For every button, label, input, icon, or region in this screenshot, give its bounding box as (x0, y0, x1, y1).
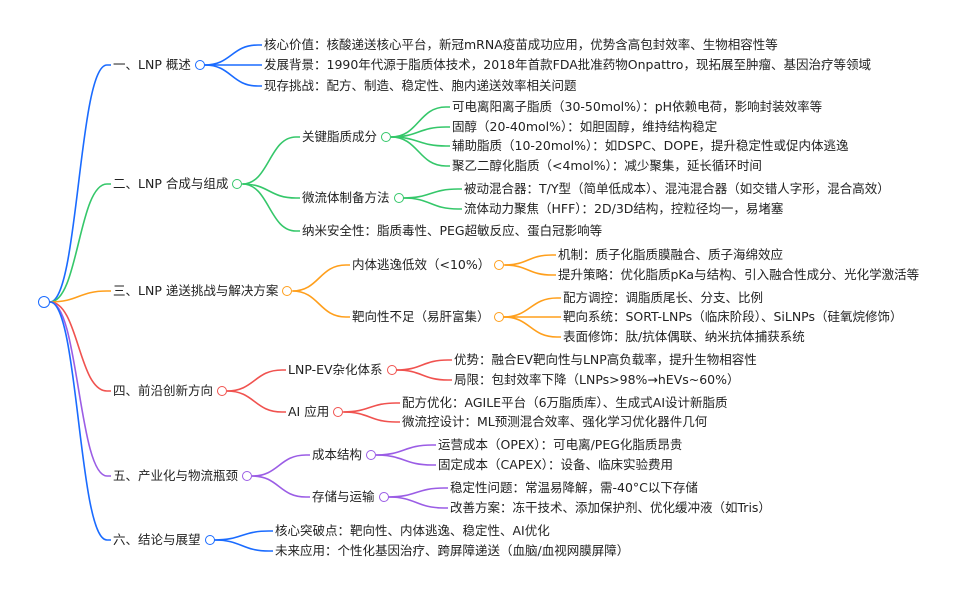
connector-line (49, 290, 111, 303)
collapse-dot[interactable] (217, 386, 228, 396)
connector-line (403, 188, 462, 199)
leaf-node: 流体动力聚焦（HFF）：2D/3D结构，控粒径均一，易堵塞 (464, 201, 784, 216)
collapse-dot[interactable] (204, 535, 215, 545)
collapse-dot[interactable] (232, 179, 243, 189)
collapse-dot[interactable] (381, 132, 392, 142)
connector-line (49, 301, 111, 477)
node-key-lipids[interactable]: 关键脂质成分 (302, 129, 392, 145)
collapse-dot[interactable] (494, 260, 505, 270)
leaf-node: 纳米安全性：脂质毒性、PEG超敏反应、蛋白冠影响等 (302, 223, 603, 238)
connector-line (503, 297, 561, 318)
node-label: 三、LNP 递送挑战与解决方案 (113, 283, 279, 298)
node-label: 四、前沿创新方向 (113, 383, 214, 398)
leaf-node: 配方调控：调脂质尾长、分支、比例 (563, 290, 764, 305)
connector-line (388, 487, 448, 498)
connector-line (376, 444, 436, 456)
connector-line (252, 475, 310, 498)
leaf-node: 微流控设计：ML预测混合效率、强化学习优化器件几何 (402, 414, 708, 429)
connector-line (242, 136, 300, 185)
connector-line (49, 183, 111, 303)
connector-line (391, 136, 450, 167)
node-endosomal-escape[interactable]: 内体逃逸低效（<10%） (352, 257, 505, 273)
node-label: 一、LNP 概述 (113, 57, 191, 72)
leaf-node: 固醇（20-40mol%）：如胆固醇，维持结构稳定 (452, 119, 718, 134)
connector-line (292, 264, 350, 292)
node-storage-transport[interactable]: 存储与运输 (312, 489, 389, 505)
leaf-node: 提升策略：优化脂质pKa与结构、引入融合性成分、光化学激活等 (558, 267, 920, 282)
collapse-dot[interactable] (493, 312, 504, 322)
leaf-node: 核心价值：核酸递送核心平台，新冠mRNA疫苗成功应用，优势含高包封效率、生物相容… (264, 37, 778, 52)
connector-line (252, 454, 310, 477)
connector-line (503, 316, 561, 338)
leaf-node: 辅助脂质（10-20mol%）：如DSPC、DOPE，提升稳定性或促内体逃逸 (452, 138, 849, 153)
connector-line (343, 411, 400, 423)
leaf-node: 局限：包封效率下降（LNPs>98%→hEVs~60%） (454, 372, 740, 387)
collapse-dot[interactable] (378, 492, 389, 502)
connector-line (214, 530, 273, 541)
connector-line (391, 106, 450, 138)
collapse-dot[interactable] (393, 193, 404, 203)
connector-line (214, 539, 273, 552)
connector-line (292, 290, 350, 318)
connector-line (49, 64, 111, 303)
node-lnp-ev-hybrid[interactable]: LNP-EV杂化体系 (288, 362, 397, 378)
leaf-node: 靶向系统：SORT-LNPs（临床阶段）、SiLNPs（硅氧烷修饰） (563, 309, 903, 324)
connector-line (49, 301, 111, 541)
node-ai-application[interactable]: AI 应用 (288, 404, 344, 420)
connector-line (227, 369, 286, 392)
collapse-dot[interactable] (194, 60, 205, 70)
branch-industrialization[interactable]: 五、产业化与物流瓶颈 (113, 468, 253, 484)
leaf-node: 核心突破点：靶向性、内体逃逸、稳定性、AI优化 (275, 523, 550, 538)
connector-line (242, 183, 300, 232)
leaf-node: 优势：融合EV靶向性与LNP高负载率，提升生物相容性 (454, 352, 757, 367)
node-label: 六、结论与展望 (113, 532, 201, 547)
connector-line (403, 197, 462, 210)
leaf-node: 固定成本（CAPEX）：设备、临床实验费用 (438, 457, 674, 472)
leaf-node: 表面修饰：肽/抗体偶联、纳米抗体捕获系统 (563, 329, 805, 344)
collapse-dot[interactable] (242, 471, 253, 481)
leaf-node: 稳定性问题：常温易降解，需-40°C以下存储 (450, 480, 698, 495)
connector-line (227, 390, 286, 413)
connector-line (396, 359, 452, 371)
connector-line (204, 64, 262, 87)
node-microfluidic[interactable]: 微流体制备方法 (302, 190, 404, 206)
node-label: 二、LNP 合成与组成 (113, 176, 229, 191)
connector-line (204, 44, 262, 66)
leaf-node: 运营成本（OPEX）：可电离/PEG化脂质昂贵 (438, 437, 683, 452)
connector-line (242, 183, 300, 199)
connector-line (343, 402, 400, 413)
collapse-dot[interactable] (366, 450, 377, 460)
leaf-node: 未来应用：个性化基因治疗、跨屏障递送（血脑/血视网膜屏障） (275, 543, 630, 558)
collapse-dot[interactable] (333, 407, 344, 417)
collapse-dot[interactable] (386, 365, 397, 375)
connector-line (388, 496, 448, 509)
branch-lnp-overview[interactable]: 一、LNP 概述 (113, 57, 205, 73)
connector-line (504, 254, 556, 266)
connector-line (376, 454, 436, 466)
leaf-node: 现存挑战：配方、制造、稳定性、胞内递送效率相关问题 (264, 78, 577, 93)
node-cost-structure[interactable]: 成本结构 (312, 447, 377, 463)
leaf-node: 配方优化：AGILE平台（6万脂质库）、生成式AI设计新脂质 (402, 395, 728, 410)
leaf-node: 聚乙二醇化脂质（<4mol%）：减少聚集，延长循环时间 (452, 158, 762, 173)
branch-lnp-synthesis[interactable]: 二、LNP 合成与组成 (113, 176, 243, 192)
leaf-node: 发展背景：1990年代源于脂质体技术，2018年首款FDA批准药物Onpattr… (264, 57, 871, 72)
connector-line (504, 264, 556, 276)
node-label: 五、产业化与物流瓶颈 (113, 468, 239, 483)
collapse-dot[interactable] (282, 286, 293, 296)
leaf-node: 可电离阳离子脂质（30-50mol%）：pH依赖电荷，影响封装效率等 (452, 99, 823, 114)
connector-line (49, 301, 111, 392)
root-node[interactable] (38, 296, 50, 308)
branch-innovation[interactable]: 四、前沿创新方向 (113, 383, 228, 399)
branch-delivery-challenges[interactable]: 三、LNP 递送挑战与解决方案 (113, 283, 293, 299)
node-targeting[interactable]: 靶向性不足（易肝富集） (352, 309, 504, 325)
leaf-node: 改善方案：冻干技术、添加保护剂、优化缓冲液（如Tris） (450, 500, 771, 515)
branch-conclusion[interactable]: 六、结论与展望 (113, 532, 215, 548)
connector-line (396, 369, 452, 381)
leaf-node: 被动混合器：T/Y型（简单低成本）、混沌混合器（如交错人字形，混合高效） (464, 181, 890, 196)
leaf-node: 机制：质子化脂质膜融合、质子海绵效应 (558, 247, 784, 262)
